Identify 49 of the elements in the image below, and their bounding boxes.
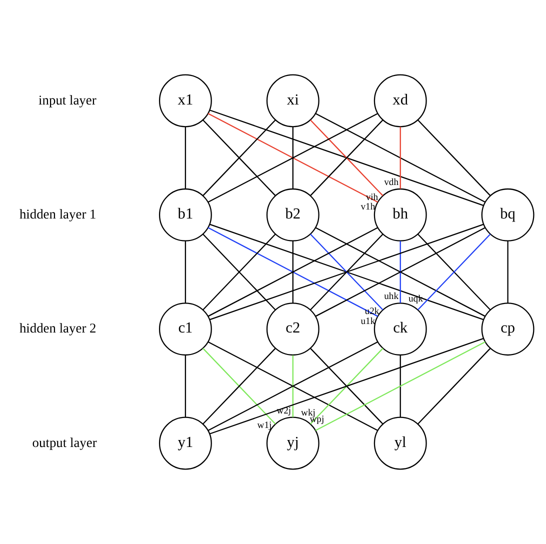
- node-circle: c2: [266, 302, 320, 356]
- connector: [310, 120, 384, 196]
- label: hidden layer 1: [19, 206, 96, 222]
- edge-label: uqk: [408, 293, 423, 304]
- node-circle: b1: [158, 188, 212, 242]
- label: input layer: [38, 92, 96, 108]
- connector: [184, 241, 186, 304]
- edge-label: v1h: [360, 202, 376, 213]
- edge-label: wkj: [301, 408, 316, 419]
- label: hidden layer 2: [19, 320, 96, 336]
- connector: [210, 338, 484, 434]
- connector: [400, 355, 401, 418]
- node-circle: xi: [266, 74, 320, 128]
- connector: [315, 227, 486, 317]
- connector: [208, 227, 378, 317]
- connector: [184, 126, 186, 189]
- connector: [417, 348, 491, 424]
- connector: [507, 241, 508, 304]
- label: output layer: [32, 434, 97, 450]
- connector: [310, 348, 384, 424]
- node-circle: c1: [158, 302, 212, 356]
- node-circle: b2: [266, 188, 320, 242]
- connector: [400, 241, 401, 304]
- connector: [400, 126, 401, 189]
- node-circle: yl: [374, 416, 427, 470]
- connector: [202, 348, 276, 424]
- node-circle: cp: [481, 302, 534, 356]
- connector: [202, 120, 276, 196]
- connector: [184, 355, 186, 418]
- connector: [208, 341, 378, 431]
- node-circle: xd: [374, 74, 427, 128]
- edge-label: u1k: [360, 316, 376, 327]
- connector: [292, 241, 294, 304]
- connector: [208, 113, 378, 203]
- node-circle: y1: [158, 416, 212, 470]
- node-circle: x1: [158, 74, 212, 128]
- connector: [210, 110, 484, 206]
- connector: [292, 355, 294, 418]
- edge-label: w1j: [257, 420, 272, 432]
- connector: [292, 126, 294, 189]
- connector: [315, 113, 486, 203]
- connector: [417, 234, 491, 310]
- edge-label: vdh: [384, 176, 399, 188]
- node-circle: bq: [481, 188, 534, 242]
- connector: [315, 341, 486, 431]
- connector: [202, 234, 276, 310]
- connector: [310, 234, 384, 310]
- edge-label: uhk: [384, 291, 399, 302]
- connector: [417, 120, 491, 196]
